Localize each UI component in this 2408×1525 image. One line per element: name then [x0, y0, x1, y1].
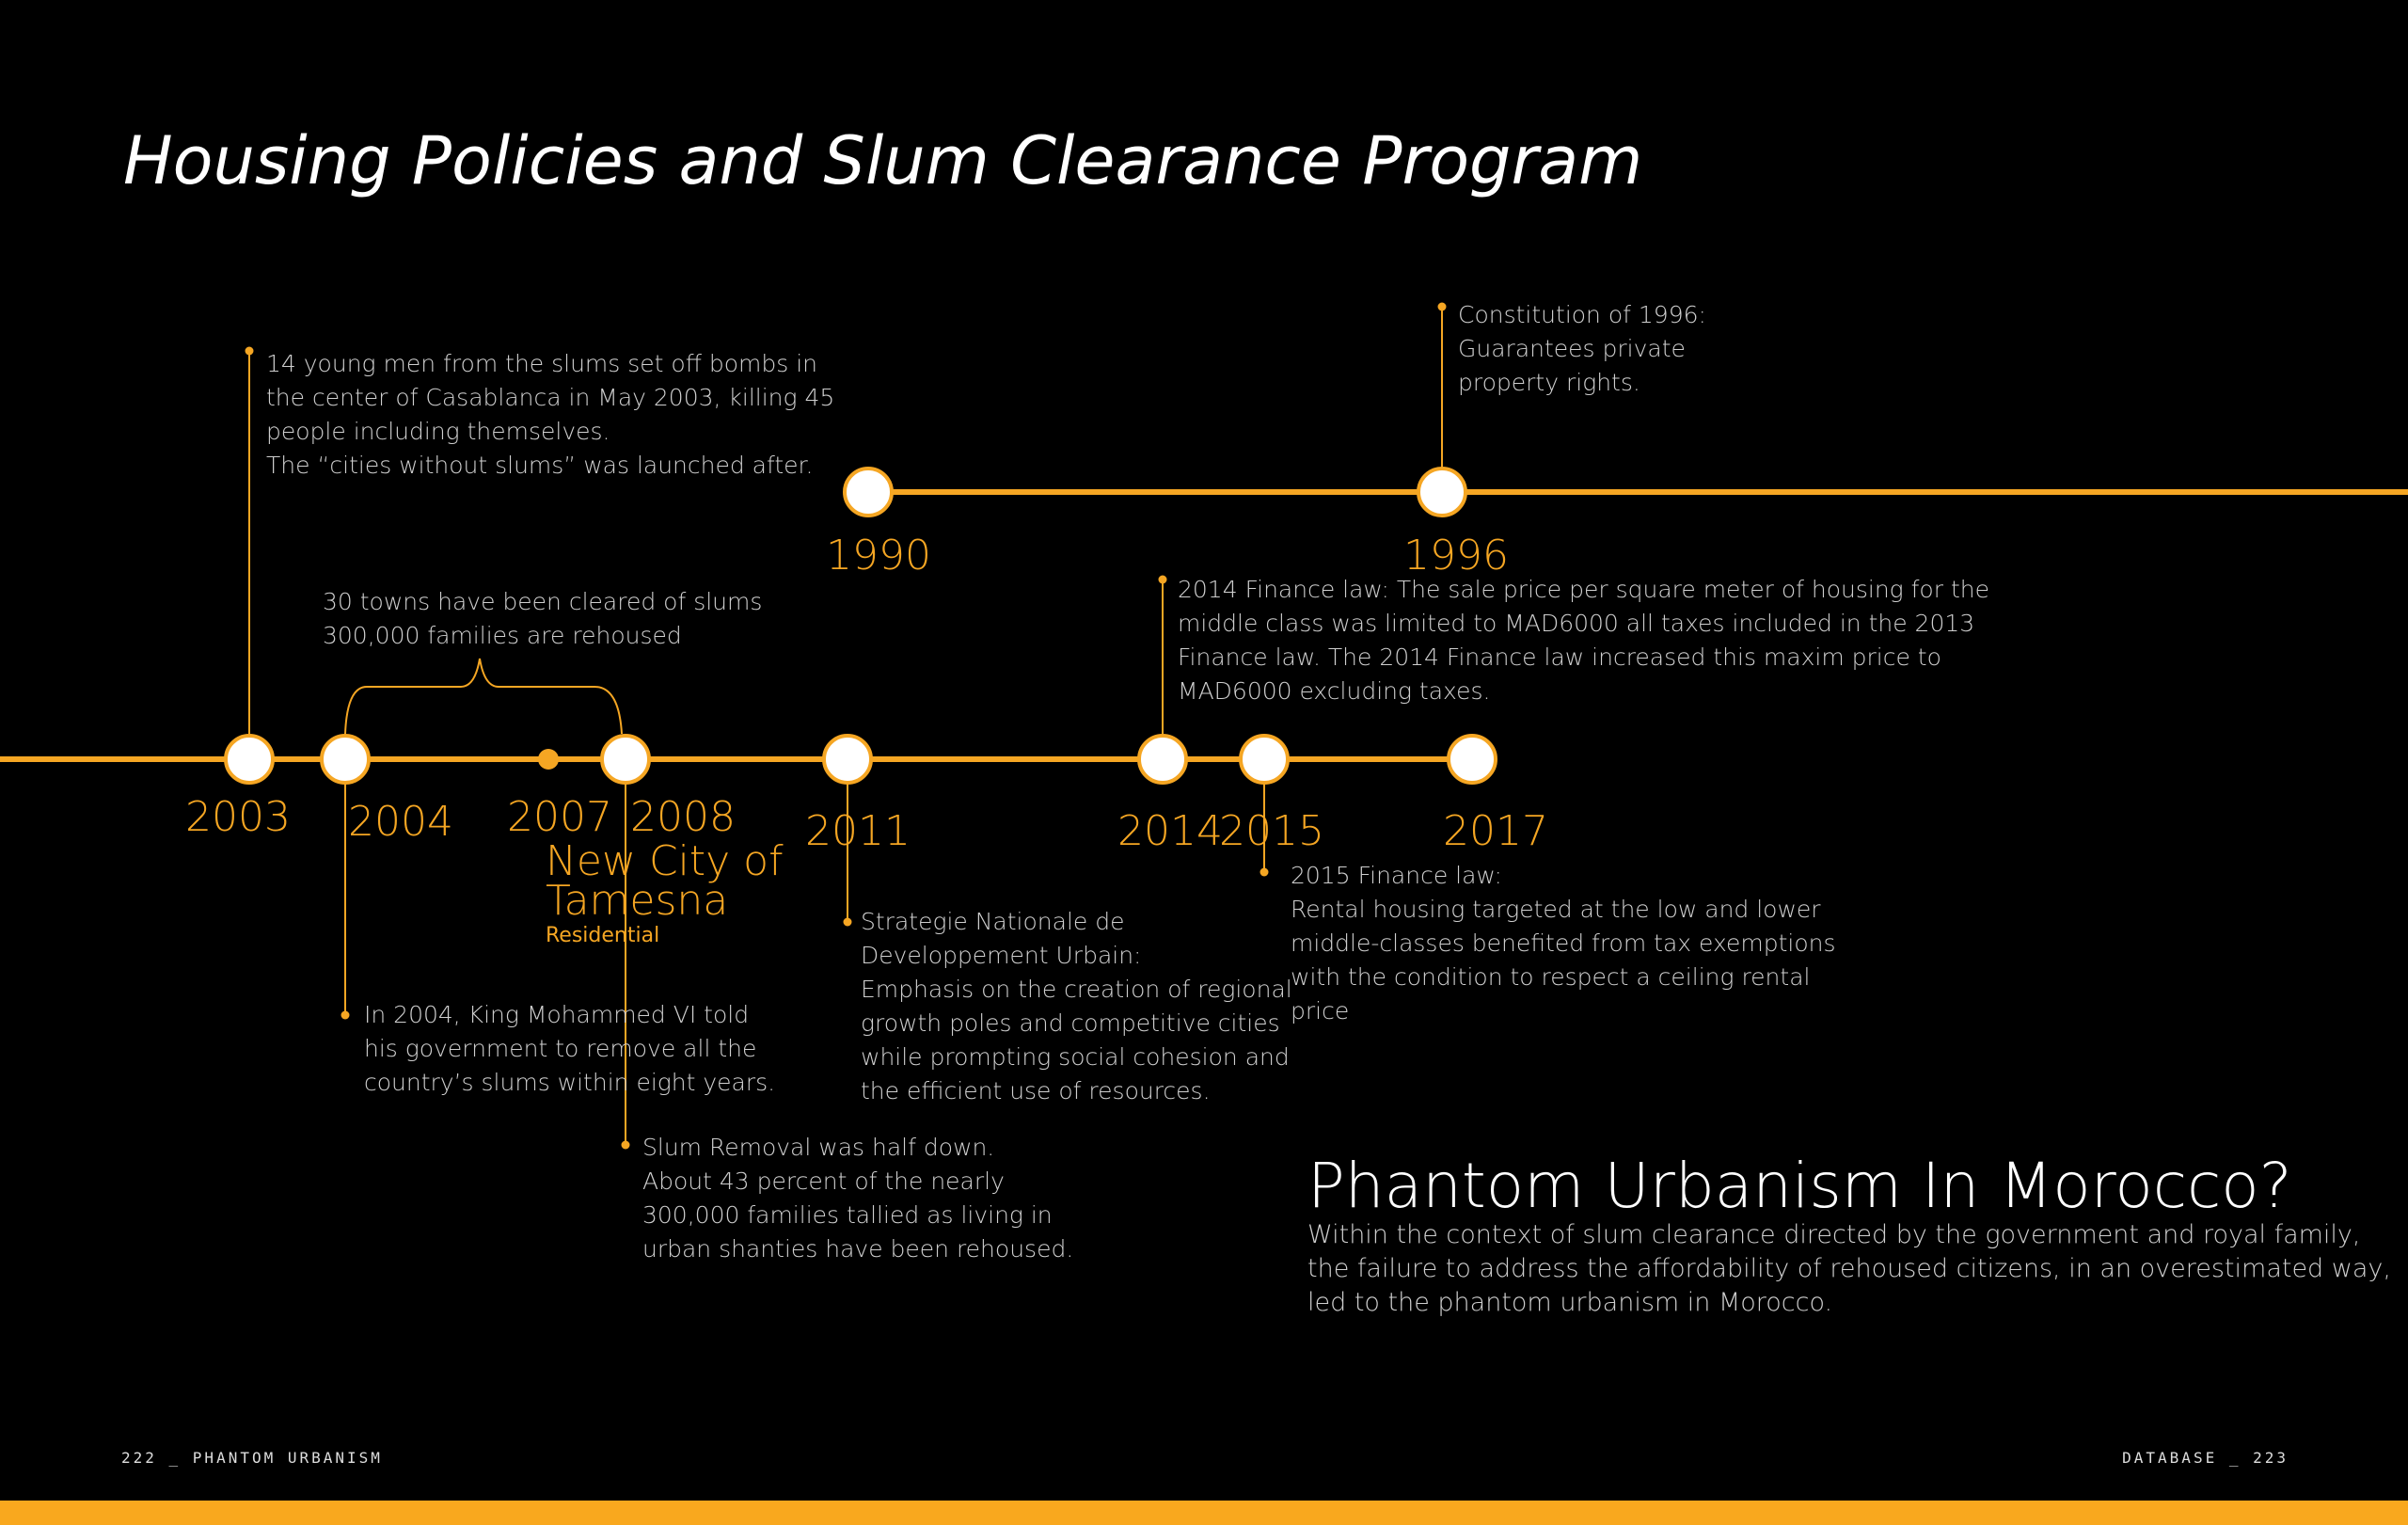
brace-icon [344, 658, 623, 735]
year-1990: 1990 [826, 532, 931, 580]
year-2011: 2011 [805, 807, 911, 855]
event-2015-text: 2015 Finance law: Rental housing targete… [1291, 862, 1836, 1025]
year-2003: 2003 [185, 793, 291, 841]
event-2004-text: In 2004, King Mohammed VI told his gover… [364, 1001, 776, 1096]
marker-dot [341, 1010, 350, 1020]
node-2007[interactable] [538, 749, 559, 770]
timeline-main-line [0, 756, 1472, 762]
brace-text: 30 towns have been cleared of slums 300,… [323, 588, 763, 649]
year-2015: 2015 [1219, 807, 1324, 855]
year-2008: 2008 [630, 793, 736, 841]
bottom-accent-bar [0, 1501, 2408, 1525]
marker-dot [1259, 867, 1269, 877]
event-2008-subtitle: Residential [546, 924, 660, 947]
event-2011-text: Strategie Nationale de Developpement Urb… [861, 908, 1292, 1104]
connector-2014 [1162, 580, 1164, 759]
node-2014[interactable] [1137, 734, 1188, 785]
event-2014-text: 2014 Finance law: The sale price per squ… [1178, 576, 1989, 705]
marker-dot [1158, 575, 1167, 584]
footer-left: 222 _ PHANTOM URBANISM [121, 1449, 383, 1467]
closing-body: Within the context of slum clearance dir… [1307, 1220, 2391, 1317]
marker-dot [1437, 302, 1447, 311]
year-2017: 2017 [1443, 807, 1548, 855]
connector-1996 [1441, 306, 1443, 492]
connector-2008 [625, 759, 626, 1145]
node-2015[interactable] [1239, 734, 1290, 785]
connector-2003 [248, 350, 250, 759]
year-2004: 2004 [348, 798, 453, 846]
event-2003-text: 14 young men from the slums set off bomb… [266, 350, 835, 479]
year-2014: 2014 [1117, 807, 1223, 855]
connector-2004 [344, 759, 346, 1015]
node-2008[interactable] [600, 734, 651, 785]
connector-2015 [1263, 759, 1265, 872]
node-2003[interactable] [224, 734, 275, 785]
timeline-upper-line [868, 489, 2408, 495]
node-2011[interactable] [822, 734, 873, 785]
footer-right: DATABASE _ 223 [2122, 1449, 2289, 1467]
closing-heading: Phantom Urbanism In Morocco? [1307, 1150, 2292, 1222]
event-1996-text: Constitution of 1996: Guarantees private… [1458, 301, 1706, 396]
year-1996: 1996 [1403, 532, 1509, 580]
node-1996[interactable] [1417, 467, 1467, 517]
connector-2011 [847, 759, 848, 922]
event-2008-title: New City of Tamesna [546, 837, 784, 925]
marker-dot [843, 917, 852, 927]
node-2004[interactable] [320, 734, 371, 785]
node-1990[interactable] [843, 467, 894, 517]
year-2007: 2007 [507, 793, 612, 841]
page-title: Housing Policies and Slum Clearance Prog… [123, 122, 1643, 199]
marker-dot [245, 346, 254, 356]
node-2017[interactable] [1447, 734, 1497, 785]
marker-dot [621, 1140, 630, 1150]
event-2008-text: Slum Removal was half down. About 43 per… [642, 1134, 1074, 1263]
